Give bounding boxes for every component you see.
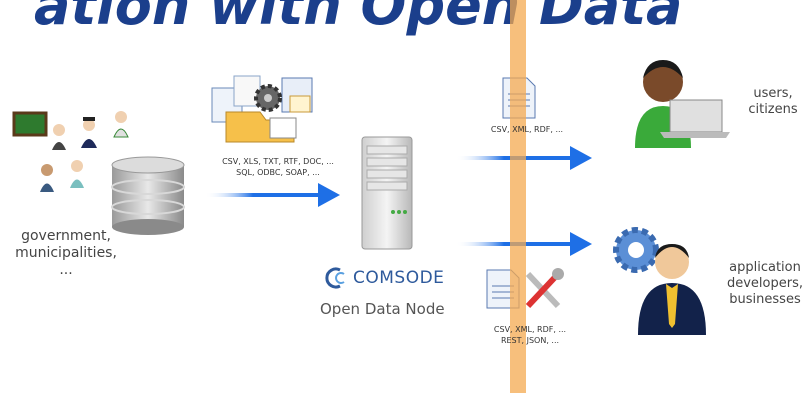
developer-gear-icon	[613, 227, 706, 335]
arrow-to-node	[205, 183, 340, 207]
output-formats-line: REST, JSON, ...	[500, 336, 560, 345]
page-title: ation with Open Data	[34, 0, 683, 37]
server-icon	[361, 136, 413, 250]
input-formats-line: CSV, XLS, TXT, RTF, DOC, ...	[222, 157, 334, 166]
government-label-line: municipalities,	[15, 245, 117, 261]
database-icon	[111, 156, 185, 235]
government-label-line: ...	[59, 262, 73, 278]
developers-label-line: businesses	[729, 292, 801, 307]
documents-folder-icon	[211, 75, 313, 143]
developers-label-line: application	[729, 260, 801, 275]
output-formats-bottom: CSV, XML, RDF, ... REST, JSON, ...	[470, 324, 590, 346]
government-label: government, municipalities, ...	[6, 228, 126, 279]
comsode-logo-icon	[325, 267, 345, 289]
users-label: users, citizens	[738, 86, 808, 118]
government-people-icon	[12, 111, 129, 192]
developers-label-line: developers,	[726, 276, 803, 291]
highlight-bar	[510, 0, 526, 393]
comsode-brand: COMSODE	[353, 268, 445, 288]
users-label-line: citizens	[748, 102, 798, 117]
developers-label: application developers, businesses	[722, 260, 808, 308]
users-label-line: users,	[753, 86, 793, 101]
input-formats-label: CSV, XLS, TXT, RTF, DOC, ... SQL, ODBC, …	[198, 156, 358, 178]
output-formats-line: CSV, XML, RDF, ...	[493, 325, 567, 334]
government-label-line: government,	[21, 228, 111, 244]
open-data-node-label: Open Data Node	[320, 300, 445, 318]
output-formats-top: CSV, XML, RDF, ...	[490, 125, 564, 134]
input-formats-line: SQL, ODBC, SOAP, ...	[236, 168, 320, 177]
user-laptop-icon	[635, 60, 730, 148]
